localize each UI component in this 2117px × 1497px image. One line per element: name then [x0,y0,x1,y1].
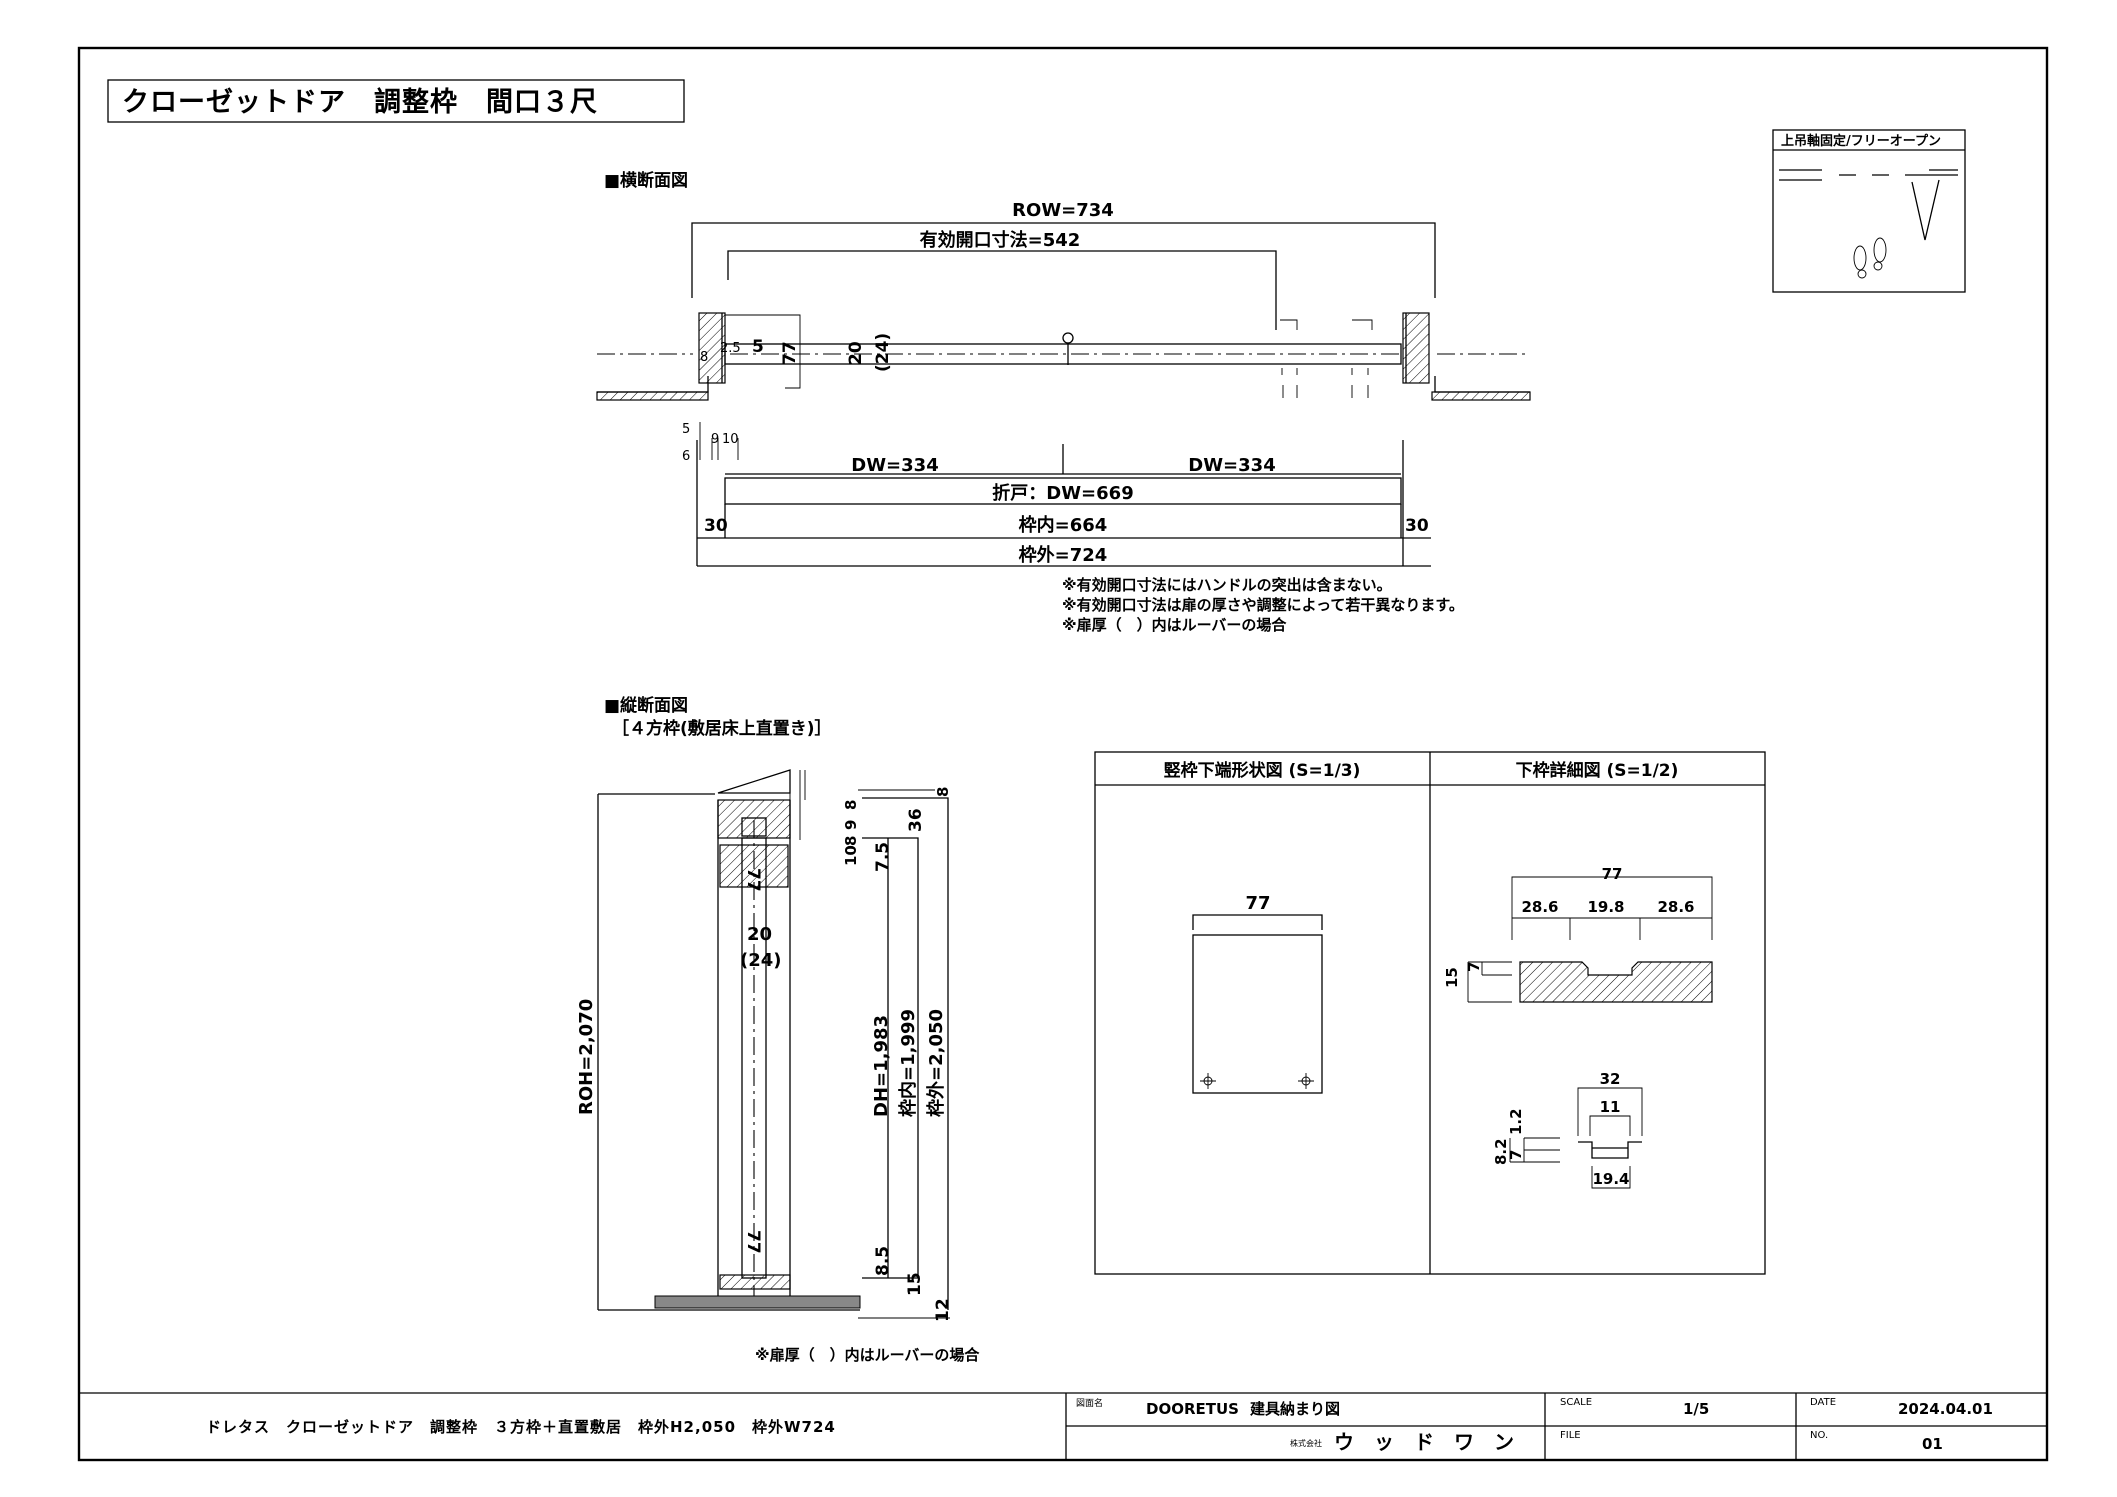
frame-dim-8: 8 [700,350,708,365]
top-dim-10: 10 [842,845,860,866]
vertical-d20: 20 [747,924,772,945]
vertical-note: ※扉厚（ ）内はルーバーの場合 [755,1346,980,1364]
fold-door-dimension: 折戸：DW=669 [992,482,1133,504]
small-dim-6: 6 [682,449,690,464]
dw-left: DW=334 [851,455,938,476]
frame-left [698,312,726,384]
scale-label: SCALE [1560,1397,1592,1408]
top-dim-36: 36 [906,808,926,832]
vertical-77-top: 77 [743,868,763,892]
vertical-77-bottom: 77 [743,1230,763,1254]
small-dim-10: 10 [722,432,739,447]
detail-right-8-2: 8.2 [1492,1138,1510,1165]
drawing-name: 建具納まり図 [1250,1400,1340,1418]
frame-inner-dimension: 枠内=664 [1019,514,1108,536]
product-name: DOORETUS [1146,1400,1239,1418]
title-box [107,79,685,123]
bottom-dim-15: 15 [905,1272,925,1296]
sheet-border [77,46,2049,1462]
fold-door-bar [724,477,1402,505]
page-title: クローゼットドア 調整枠 間口３尺 [122,86,598,118]
bottom-dim-12: 12 [933,1298,953,1322]
detail-right-1-2: 1.2 [1507,1108,1525,1135]
detail-right-19-8: 19.8 [1587,898,1624,916]
company-prefix: 株式会社 [1290,1438,1322,1448]
horizontal-heading: ■横断面図 [604,170,688,191]
footprint-icon [1853,245,1867,271]
dh-dimension: DH=1,983 [871,1015,892,1117]
detail-right-7b: 7 [1507,1150,1525,1160]
frame-right [1402,312,1430,384]
door-panel [724,343,1402,365]
legend-title: 上吊軸固定/フリーオープン [1781,133,1941,149]
date-label: DATE [1810,1397,1836,1408]
scale-value: 1/5 [1683,1400,1709,1418]
top-dim-8b: 8 [842,836,860,846]
small-dim-9: 9 [711,432,719,447]
sill-profile [1519,961,1713,1003]
small-dim-5: 5 [682,422,690,437]
note-2: ※有効開口寸法は扉の厚さや調整によって若干異なります。 [1062,596,1464,614]
note-3: ※扉厚（ ）内はルーバーの場合 [1062,616,1287,634]
frame-inner-vertical: 枠内=1,999 [897,1009,919,1117]
frame-outer-dimension: 枠外=724 [1019,544,1108,566]
effective-opening-dimension: 有効開口寸法=542 [920,229,1081,251]
note-1: ※有効開口寸法にはハンドルの突出は含まない。 [1062,576,1392,594]
title-block-description: ドレタス クローゼットドア 調整枠 ３方枠＋直置敷居 枠外H2,050 枠外W7… [206,1418,836,1436]
detail-right-19-4: 19.4 [1592,1170,1629,1188]
floor-hatch-left [596,391,709,401]
vertical-d24: (24) [740,950,782,971]
stile-bottom-shape [1192,934,1323,1094]
detail-right-11: 11 [1600,1098,1621,1116]
detail-right-77: 77 [1602,865,1623,883]
detail-left-title: 竪枠下端形状図 (S=1/3) [1164,760,1361,781]
dim-77-vertical: 77 [780,341,800,365]
bottom-rail-hatch [719,1274,791,1290]
vertical-section: ■縦断面図 ［４方枠(敷居床上直置き)］ ROH=2,070 77 20 (24… [576,695,980,1364]
dim-24-vertical: (24) [873,333,893,372]
top-dim-8a: 8 [842,800,860,810]
file-label: FILE [1560,1430,1581,1441]
dw-right: DW=334 [1188,455,1275,476]
horizontal-section: ■横断面図 ROW=734 有効開口寸法=542 8 2.5 5 77 20 (… [596,170,1531,634]
company-name: ウ ッ ド ワ ン [1334,1430,1514,1454]
frame-dim-5: 5 [752,337,764,357]
sill-bar [654,1295,861,1309]
detail-right-15: 15 [1443,967,1461,988]
wall-line [597,376,1530,393]
no-value: 01 [1922,1435,1943,1453]
frame-outer-vertical: 枠外=2,050 [925,1009,947,1117]
date-value: 2024.04.01 [1898,1400,1993,1418]
top-dim-7-5: 7.5 [873,842,893,872]
vertical-heading: ■縦断面図 [604,695,688,716]
detail-right-28-6b: 28.6 [1657,898,1694,916]
side-left-30: 30 [704,516,728,536]
drawing-name-label: 図面名 [1076,1397,1103,1409]
handle-icon [1062,332,1074,344]
detail-right-7: 7 [1465,962,1483,972]
detail-right-28-6a: 28.6 [1521,898,1558,916]
frame-dim-2-5: 2.5 [720,341,741,356]
title-block: ドレタス クローゼットドア 調整枠 ３方枠＋直置敷居 枠外H2,050 枠外W7… [79,1392,2047,1460]
rail-profile [1578,1141,1642,1159]
top-8: 8 [934,787,952,797]
top-dim-9: 9 [842,820,860,830]
no-label: NO. [1810,1430,1828,1441]
detail-right-title: 下枠詳細図 (S=1/2) [1516,760,1679,781]
vertical-subheading: ［４方枠(敷居床上直置き)］ [612,718,832,739]
dim-20-vertical: 20 [846,341,866,365]
detail-panel: 竪枠下端形状図 (S=1/3) 下枠詳細図 (S=1/2) 77 77 28.6… [1094,751,1766,1275]
detail-right-32: 32 [1600,1070,1621,1088]
row-dimension: ROW=734 [1012,200,1114,221]
bottom-dim-8-5: 8.5 [873,1246,893,1276]
swing-arrow-icon [1911,179,1940,241]
side-right-30: 30 [1405,516,1429,536]
floor-hatch-right [1431,391,1531,401]
detail-left-77: 77 [1245,893,1270,914]
roh-dimension: ROH=2,070 [576,999,597,1115]
legend-box: 上吊軸固定/フリーオープン [1772,129,1966,293]
door-section [741,837,767,1279]
